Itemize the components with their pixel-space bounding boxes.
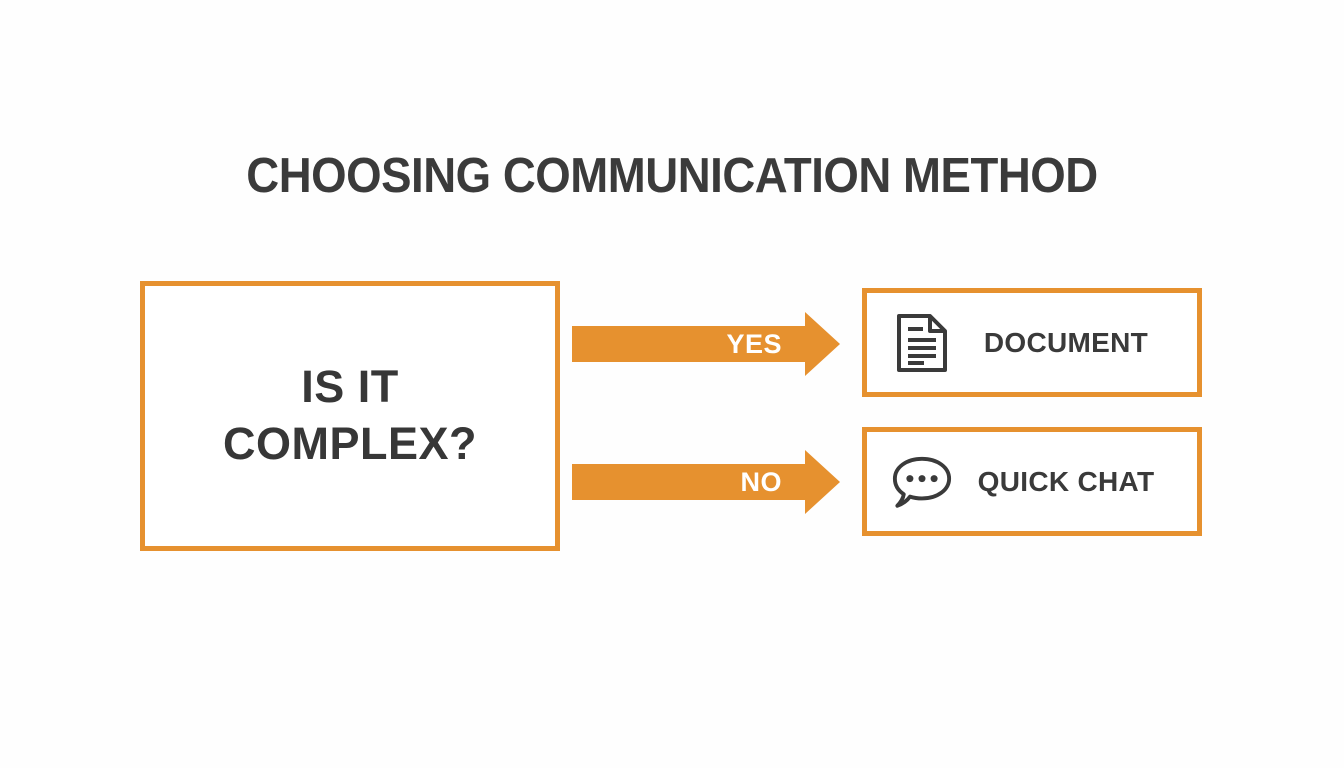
yes-branch-arrow[interactable]: YES	[572, 312, 840, 376]
decision-node[interactable]: IS IT COMPLEX?	[140, 281, 560, 551]
outcome-quick-chat-label: QUICK CHAT	[977, 465, 1155, 497]
speech-bubble-icon	[891, 449, 953, 515]
page-title: CHOOSING COMMUNICATION METHOD	[246, 149, 1098, 203]
outcome-document-label: DOCUMENT	[983, 326, 1149, 358]
no-branch-arrow[interactable]: NO	[572, 450, 840, 514]
outcome-quick-chat[interactable]: QUICK CHAT	[862, 427, 1202, 536]
decision-node-label-line2: COMPLEX?	[222, 418, 477, 469]
decision-node-label: IS IT COMPLEX?	[223, 359, 477, 472]
document-icon	[891, 310, 953, 376]
outcome-document[interactable]: DOCUMENT	[862, 288, 1202, 397]
arrow-right-icon	[572, 450, 840, 514]
decision-node-label-line1: IS IT	[301, 361, 399, 413]
arrow-right-icon	[572, 312, 840, 376]
